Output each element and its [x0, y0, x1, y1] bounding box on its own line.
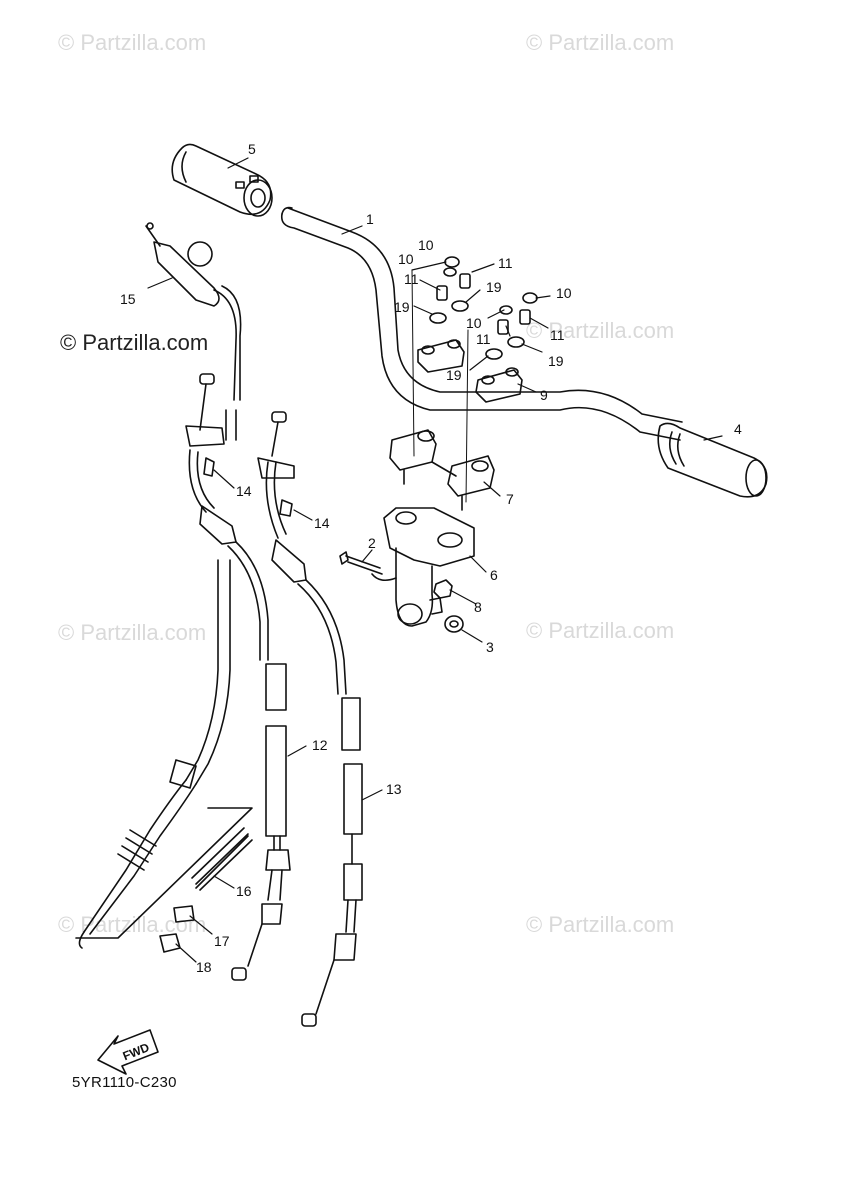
pinch-bolt — [339, 551, 397, 582]
callout-19: 19 — [446, 367, 462, 383]
callout-11: 11 — [550, 327, 565, 343]
throttle-cable-13 — [265, 461, 363, 1027]
callout-6: 6 — [490, 567, 498, 583]
callout-9: 9 — [540, 387, 548, 403]
callout-11: 11 — [476, 331, 491, 347]
callout-10: 10 — [398, 251, 414, 267]
callout-2: 2 — [368, 535, 376, 551]
callout-11: 11 — [498, 255, 513, 271]
callout-18: 18 — [196, 959, 212, 975]
lower-handlebar-holders — [389, 429, 495, 511]
throttle-cable-12 — [188, 449, 291, 981]
right-grip — [657, 422, 768, 498]
callout-10: 10 — [556, 285, 572, 301]
upper-bracket — [383, 507, 475, 627]
callout-10: 10 — [466, 315, 482, 331]
cable-end-fittings — [185, 373, 295, 517]
callout-19: 19 — [394, 299, 410, 315]
throttle-grip — [171, 143, 273, 217]
watermark: © Partzilla.com — [526, 618, 675, 643]
throttle-housing — [145, 222, 242, 401]
watermark: © Partzilla.com — [58, 30, 207, 55]
callout-7: 7 — [506, 491, 514, 507]
callout-1: 1 — [366, 211, 374, 227]
callout-12: 12 — [312, 737, 328, 753]
callout-15: 15 — [120, 291, 136, 307]
choke-cable — [78, 409, 237, 949]
callout-3: 3 — [486, 639, 494, 655]
nuts — [433, 579, 464, 633]
callout-5: 5 — [248, 141, 256, 157]
callout-10: 10 — [418, 237, 434, 253]
callout-17: 17 — [214, 933, 230, 949]
callout-leaders — [147, 157, 723, 963]
callout-8: 8 — [474, 599, 482, 615]
callout-14: 14 — [236, 483, 252, 499]
callout-13: 13 — [386, 781, 402, 797]
callout-11: 11 — [404, 271, 419, 287]
fwd-arrow-icon — [97, 1029, 159, 1075]
clamp-bolts — [429, 256, 538, 360]
watermark: © Partzilla.com — [526, 30, 675, 55]
callout-19: 19 — [486, 279, 502, 295]
diagram-code: 5YR1110-C230 — [72, 1074, 177, 1091]
watermark: © Partzilla.com — [526, 318, 675, 343]
watermark: © Partzilla.com — [58, 620, 207, 645]
callout-19: 19 — [548, 353, 564, 369]
watermark: © Partzilla.com — [526, 912, 675, 937]
callout-4: 4 — [734, 421, 742, 437]
callout-16: 16 — [236, 883, 252, 899]
callout-labels: 1 2 3 4 5 6 7 8 9 10 10 10 10 11 11 11 1… — [120, 141, 742, 975]
callout-14: 14 — [314, 515, 330, 531]
upper-handlebar-clamps — [417, 339, 523, 403]
handlebar — [280, 206, 683, 441]
watermark-dark: © Partzilla.com — [60, 330, 209, 355]
